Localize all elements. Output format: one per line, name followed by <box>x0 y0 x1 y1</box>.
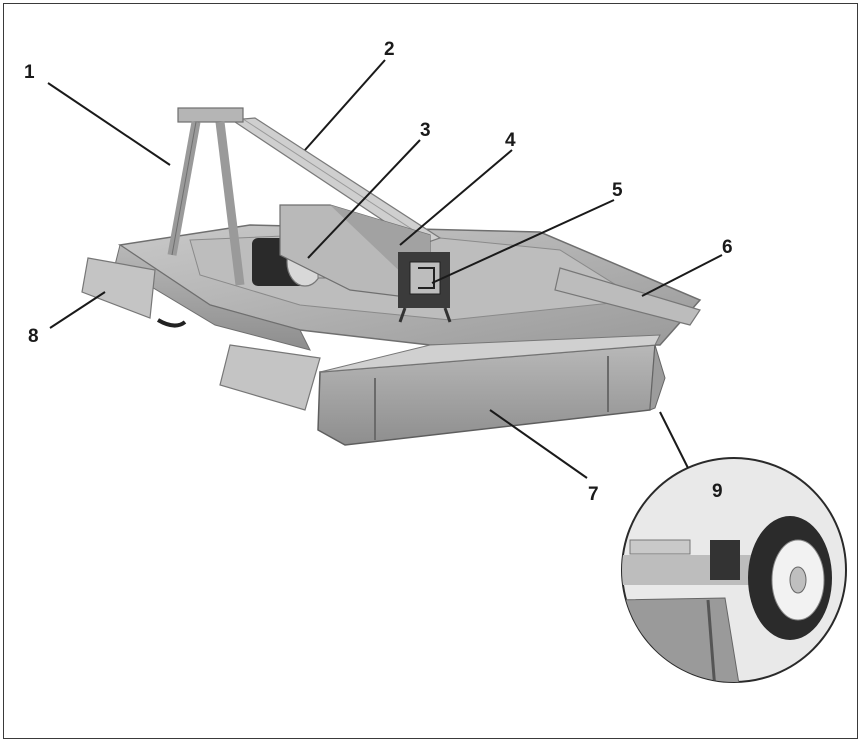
callout-1: 1 <box>24 62 35 83</box>
leader-6 <box>641 254 723 297</box>
leader-3 <box>307 139 421 259</box>
callout-6: 6 <box>722 237 733 258</box>
callout-8: 8 <box>28 326 39 347</box>
leader-2 <box>304 59 386 151</box>
leader-4 <box>399 149 513 246</box>
leader-lines <box>47 59 723 479</box>
leader-1 <box>47 82 171 166</box>
leader-5 <box>431 199 615 284</box>
deck-right-extension <box>554 267 701 326</box>
callout-5: 5 <box>612 180 623 201</box>
leader-7 <box>489 409 588 479</box>
callout-9: 9 <box>712 481 723 502</box>
leader-8 <box>49 291 106 329</box>
shield-box <box>398 252 452 323</box>
callout-7: 7 <box>588 484 599 505</box>
skid-plate-front-left <box>219 344 321 411</box>
figure-frame <box>3 3 858 739</box>
rear-bumper-top <box>319 334 661 373</box>
mower-body <box>81 107 702 446</box>
a-frame-hitch <box>167 107 245 286</box>
deck-right-corner <box>649 344 666 411</box>
callout-labels: 1 2 3 4 5 6 7 8 9 <box>24 39 733 505</box>
wheel-inset <box>621 457 847 683</box>
skid-plate-left <box>81 257 156 319</box>
callout-4: 4 <box>505 130 516 151</box>
leader-9 <box>659 411 689 469</box>
callout-3: 3 <box>420 120 431 141</box>
callout-2: 2 <box>384 39 395 60</box>
